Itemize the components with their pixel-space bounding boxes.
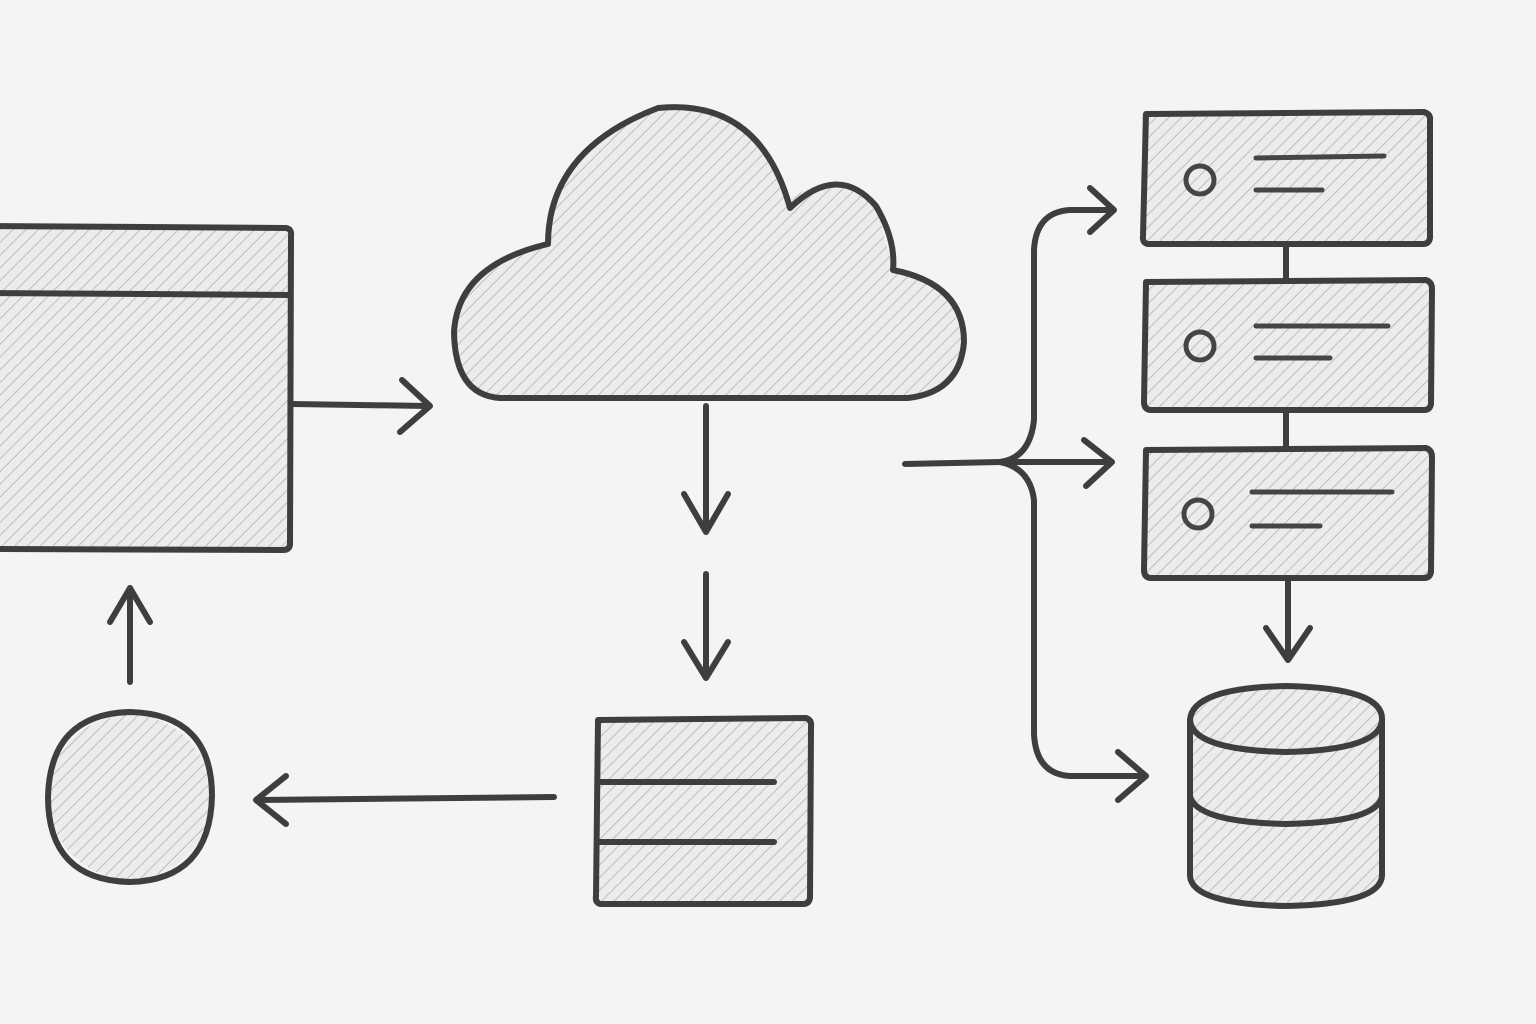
database-icon: [1187, 683, 1385, 909]
server-icon: [1139, 109, 1434, 247]
browser-window-icon: [0, 223, 295, 553]
server-icon: [1141, 277, 1435, 413]
server-icon: [1141, 445, 1435, 581]
arrow-cloud-down-2: [681, 571, 731, 681]
arrow-cloud-down-1: [681, 403, 731, 535]
list-box-icon: [592, 715, 815, 907]
circle-icon: [45, 709, 215, 885]
branch-connector: [902, 185, 1149, 803]
arrow-server-to-database: [1263, 577, 1313, 663]
arrow-client-to-browser: [107, 585, 153, 685]
arrow-queue-to-client: [253, 773, 557, 827]
arrow-browser-to-cloud: [289, 377, 433, 435]
cloud-icon: [451, 104, 967, 401]
